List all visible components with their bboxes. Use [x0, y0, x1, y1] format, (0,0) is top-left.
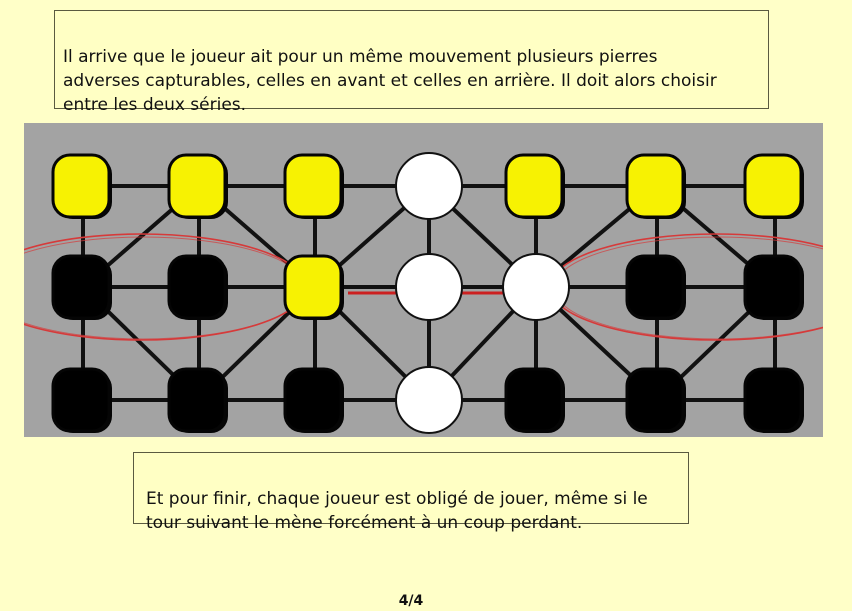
piece-body: [504, 367, 564, 433]
closing-text-box: Et pour finir, chaque joueur est obligé …: [133, 452, 689, 533]
piece-body: [743, 153, 803, 219]
black-piece: [167, 367, 228, 433]
piece-body: [167, 153, 227, 219]
piece-body: [283, 254, 343, 320]
piece-body: [51, 153, 111, 219]
yellow-piece: [283, 254, 344, 320]
black-piece: [743, 254, 804, 320]
black-piece: [504, 367, 565, 433]
piece-body: [283, 153, 343, 219]
piece-body: [283, 367, 343, 433]
piece-body: [51, 254, 111, 320]
black-piece: [743, 367, 804, 433]
piece-body: [743, 367, 803, 433]
yellow-piece: [743, 153, 804, 219]
black-piece: [51, 254, 112, 320]
black-piece: [51, 367, 112, 433]
piece-body: [743, 254, 803, 320]
black-piece: [167, 254, 228, 320]
black-piece: [625, 367, 686, 433]
intro-text: Il arrive que le joueur ait pour un même…: [63, 47, 717, 115]
yellow-piece: [504, 153, 565, 219]
yellow-piece: [283, 153, 344, 219]
yellow-piece: [625, 153, 686, 219]
piece-body: [625, 153, 685, 219]
page-number: 4/4: [398, 593, 424, 609]
empty-point: [395, 152, 463, 220]
intro-text-box: Il arrive que le joueur ait pour un même…: [54, 10, 769, 115]
piece-body: [167, 254, 227, 320]
black-piece: [283, 367, 344, 433]
piece-body: [167, 367, 227, 433]
empty-point: [502, 253, 570, 321]
board-pieces: [51, 152, 804, 434]
empty-point: [395, 366, 463, 434]
piece-body: [625, 367, 685, 433]
yellow-piece: [51, 153, 112, 219]
empty-point: [395, 253, 463, 321]
piece-body: [504, 153, 564, 219]
closing-text: Et pour finir, chaque joueur est obligé …: [146, 489, 648, 533]
piece-body: [51, 367, 111, 433]
black-piece: [625, 254, 686, 320]
game-board: [24, 123, 823, 437]
piece-body: [625, 254, 685, 320]
yellow-piece: [167, 153, 228, 219]
